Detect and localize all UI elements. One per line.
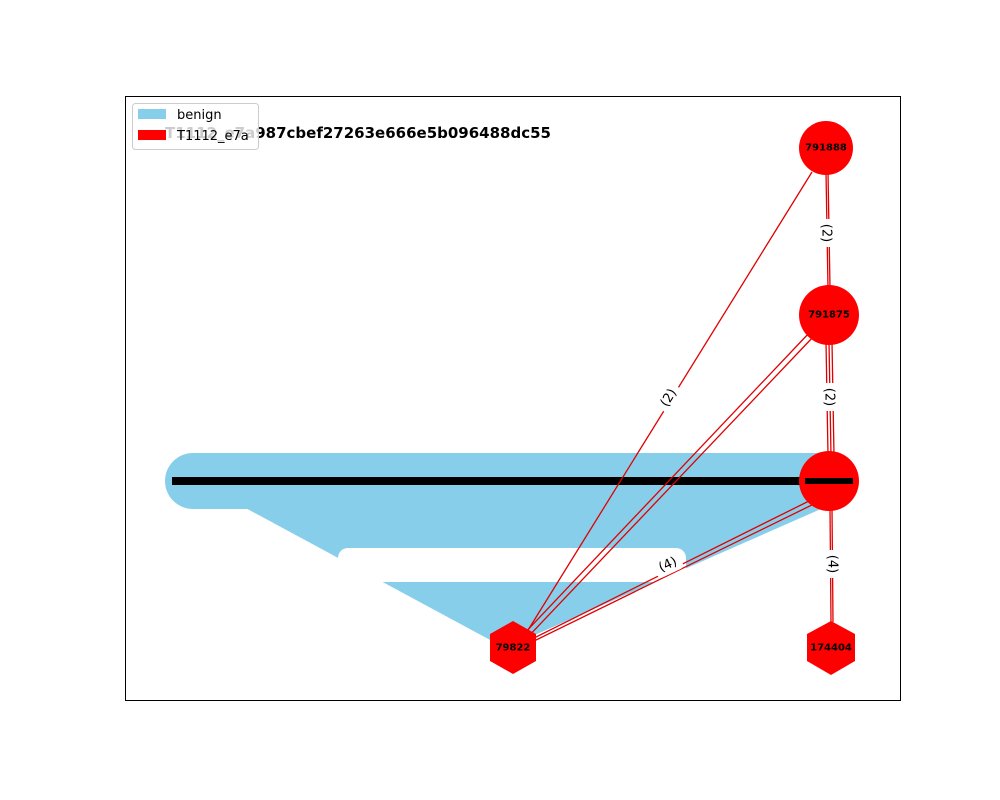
edge-mid-79822-b bbox=[524, 335, 815, 641]
graph-title: T1112_e7a987cbef27263e666e5b096488dc55 bbox=[165, 124, 551, 142]
node-mid-circle bbox=[799, 285, 859, 345]
node-mid[interactable]: 791875 bbox=[799, 285, 859, 345]
node-hub[interactable] bbox=[799, 451, 859, 511]
edge-labels: (2) (2) (2) (4) (4) bbox=[652, 219, 841, 578]
edge-hub-79822-b bbox=[531, 501, 819, 643]
legend-label-malicious: T1112_e7a bbox=[176, 129, 249, 144]
node-mid-label: 791875 bbox=[808, 310, 850, 321]
node-791888[interactable]: 791888 bbox=[799, 121, 853, 175]
node-791888-circle bbox=[799, 121, 853, 175]
edge-label-text: (4) bbox=[656, 554, 679, 575]
edge-label-hub-79822: (4) bbox=[652, 552, 684, 578]
node-791888-label: 791888 bbox=[805, 143, 847, 154]
legend-swatch-malicious bbox=[138, 130, 166, 140]
edge-label-mid-hub: (2) bbox=[820, 383, 838, 411]
legend-swatch-benign bbox=[138, 109, 166, 119]
node-79822-label: 79822 bbox=[496, 643, 531, 654]
node-79822[interactable]: 79822 bbox=[490, 621, 536, 674]
node-br-label: 174404 bbox=[810, 643, 852, 654]
edge-label-text: (4) bbox=[825, 555, 840, 573]
node-br[interactable]: 174404 bbox=[807, 621, 855, 675]
edge-label-791888-79822: (2) bbox=[655, 382, 683, 414]
edge-mid-79822-a bbox=[519, 331, 811, 639]
legend-label-benign: benign bbox=[177, 108, 222, 123]
legend: benign T1112_e7a bbox=[132, 103, 259, 150]
edge-label-hub-br: (4) bbox=[823, 550, 841, 578]
node-br-hexagon bbox=[807, 621, 855, 675]
edge-label-text: (2) bbox=[819, 224, 834, 242]
node-79822-hexagon bbox=[490, 621, 536, 674]
edge-label-band bbox=[338, 548, 686, 582]
edge-label-791888-mid: (2) bbox=[817, 219, 835, 247]
nodes: 791888 791875 79822 174404 bbox=[490, 121, 859, 675]
edge-label-text: (2) bbox=[822, 388, 837, 406]
